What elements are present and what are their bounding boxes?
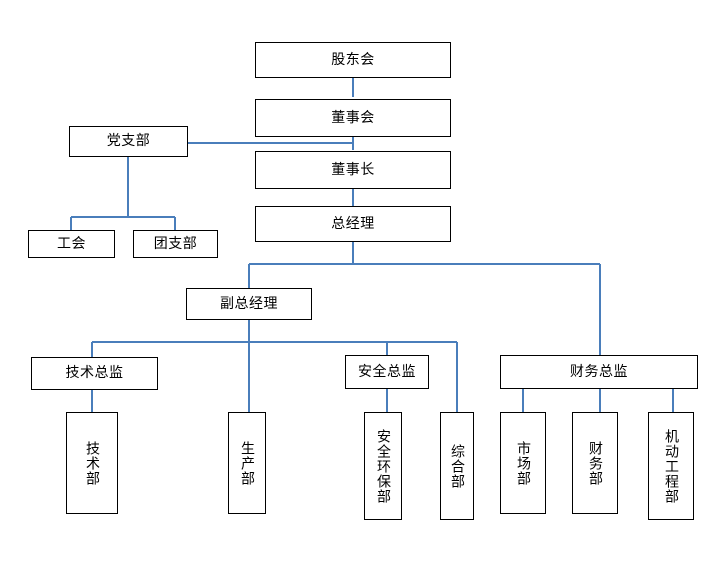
node-safety-environment-dept-label: 安全环保部	[375, 428, 392, 504]
node-youth-league[interactable]: 团支部	[133, 230, 218, 258]
node-labor-union-label: 工会	[57, 235, 86, 252]
node-technical-dept-label: 技术部	[84, 440, 101, 486]
node-party-branch-label: 党支部	[106, 133, 151, 150]
node-deputy-general-manager-label: 副总经理	[220, 295, 278, 312]
node-deputy-general-manager[interactable]: 副总经理	[186, 288, 312, 320]
node-technical-dept[interactable]: 技术部	[66, 412, 118, 514]
node-marketing-dept[interactable]: 市场部	[500, 412, 546, 514]
node-production-dept-label: 生产部	[239, 440, 256, 486]
node-safety-director-label: 安全总监	[358, 363, 416, 380]
node-finance-director[interactable]: 财务总监	[500, 355, 698, 389]
node-finance-director-label: 财务总监	[570, 363, 628, 380]
node-general-affairs-dept[interactable]: 综合部	[440, 412, 474, 520]
node-finance-dept[interactable]: 财务部	[572, 412, 618, 514]
node-general-affairs-dept-label: 综合部	[449, 443, 466, 489]
node-general-manager[interactable]: 总经理	[255, 206, 451, 242]
node-safety-environment-dept[interactable]: 安全环保部	[364, 412, 402, 520]
node-production-dept[interactable]: 生产部	[228, 412, 266, 514]
node-board[interactable]: 董事会	[255, 99, 451, 137]
node-youth-league-label: 团支部	[153, 235, 198, 252]
node-general-manager-label: 总经理	[331, 215, 375, 232]
node-labor-union[interactable]: 工会	[28, 230, 115, 258]
node-machinery-engineering-dept-label: 机动工程部	[663, 428, 680, 504]
node-finance-dept-label: 财务部	[587, 440, 604, 486]
node-shareholders-label: 股东会	[331, 51, 375, 68]
node-shareholders[interactable]: 股东会	[255, 42, 451, 78]
node-marketing-dept-label: 市场部	[515, 440, 532, 486]
node-party-branch[interactable]: 党支部	[69, 126, 188, 157]
node-chairman-label: 董事长	[331, 161, 375, 178]
node-chairman[interactable]: 董事长	[255, 151, 451, 189]
node-safety-director[interactable]: 安全总监	[345, 355, 429, 389]
node-technical-director[interactable]: 技术总监	[31, 357, 158, 390]
node-technical-director-label: 技术总监	[65, 365, 124, 382]
node-board-label: 董事会	[331, 109, 375, 126]
node-machinery-engineering-dept[interactable]: 机动工程部	[648, 412, 694, 520]
